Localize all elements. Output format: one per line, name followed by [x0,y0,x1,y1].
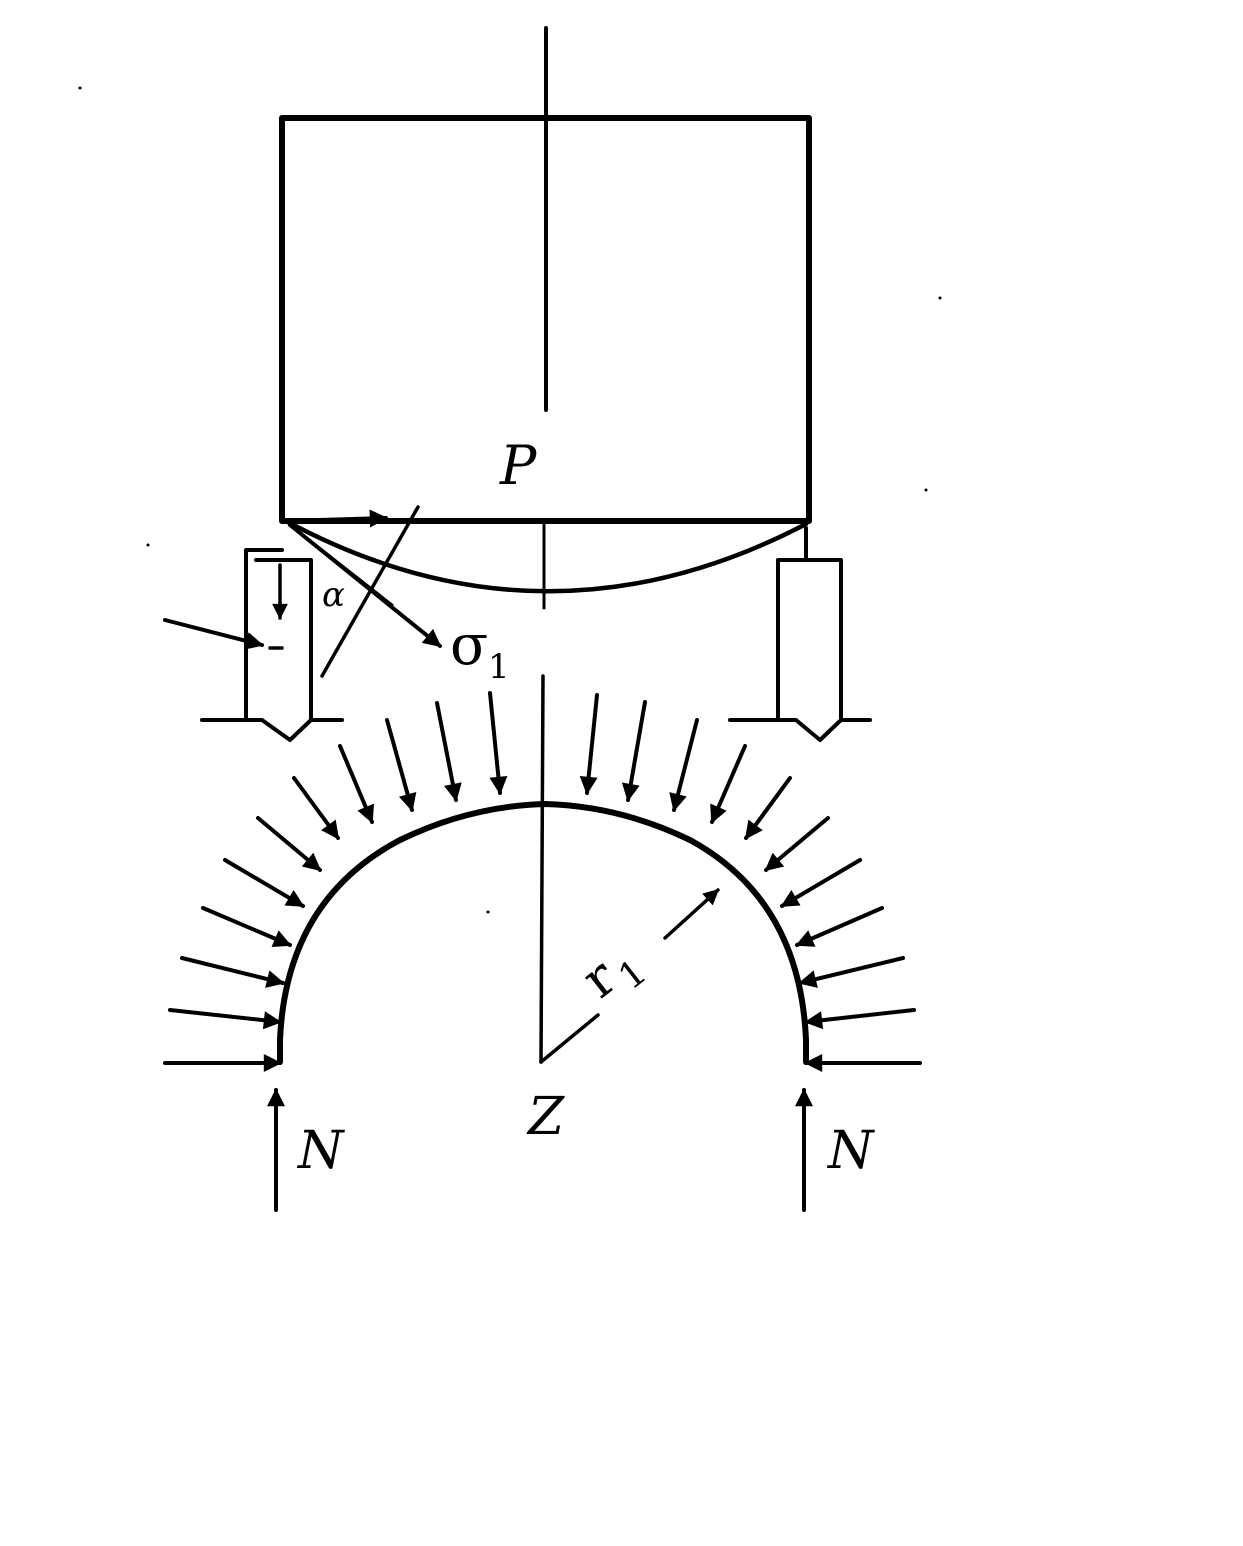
label-radius: r [571,948,628,1011]
label-stress-sub: 1 [488,647,510,687]
right-ground [728,718,872,742]
pressure-arrows [163,691,922,1072]
pressure-arrow [488,691,508,795]
scan-speck [78,86,82,90]
block-base-arrow [284,509,388,528]
left-support [244,548,284,720]
right-support [804,526,843,720]
pressure-arrow [764,816,830,872]
left-ground [200,718,344,742]
label-angle: α [322,575,345,615]
scan-speck [938,296,942,300]
axis-lower [539,674,545,1064]
stress-trajectory [288,523,394,607]
radius-line [539,1013,600,1064]
pressure-arrow [780,858,862,908]
label-stress: σ [450,613,488,678]
label-reaction-right: N [826,1121,875,1181]
radius-arrow [663,888,720,940]
scan-speck [486,910,490,914]
right-support-inner [776,558,808,720]
pressure-arrow [435,701,462,802]
pressure-arrow [579,693,599,795]
scan-speck [146,543,150,547]
pressure-arrow [180,956,285,988]
left-support-inner [254,558,313,720]
pressure-arrow [201,906,292,947]
deflection-curve [283,518,809,594]
pressure-arrow [795,906,884,947]
pressure-arrow [804,1008,916,1030]
pressure-arrow [385,718,417,812]
pressure-arrow [621,700,647,802]
pressure-arrow [798,956,905,988]
label-reaction-left: N [296,1121,345,1181]
pressure-arrow [669,718,699,812]
scan-speck [924,488,928,492]
pressure-arrow [292,776,340,840]
pressure-arrow [168,1008,282,1030]
alpha-line [320,505,420,678]
pressure-arrow [710,744,747,824]
left-reaction-arrow [163,618,264,650]
arch [277,801,809,1065]
pressure-arrow [338,744,375,824]
pressure-arrow [256,816,322,872]
label-load: P [499,434,538,497]
label-center: Z [526,1087,565,1147]
pressure-arrow [223,858,305,908]
pressure-arrow [744,776,792,840]
